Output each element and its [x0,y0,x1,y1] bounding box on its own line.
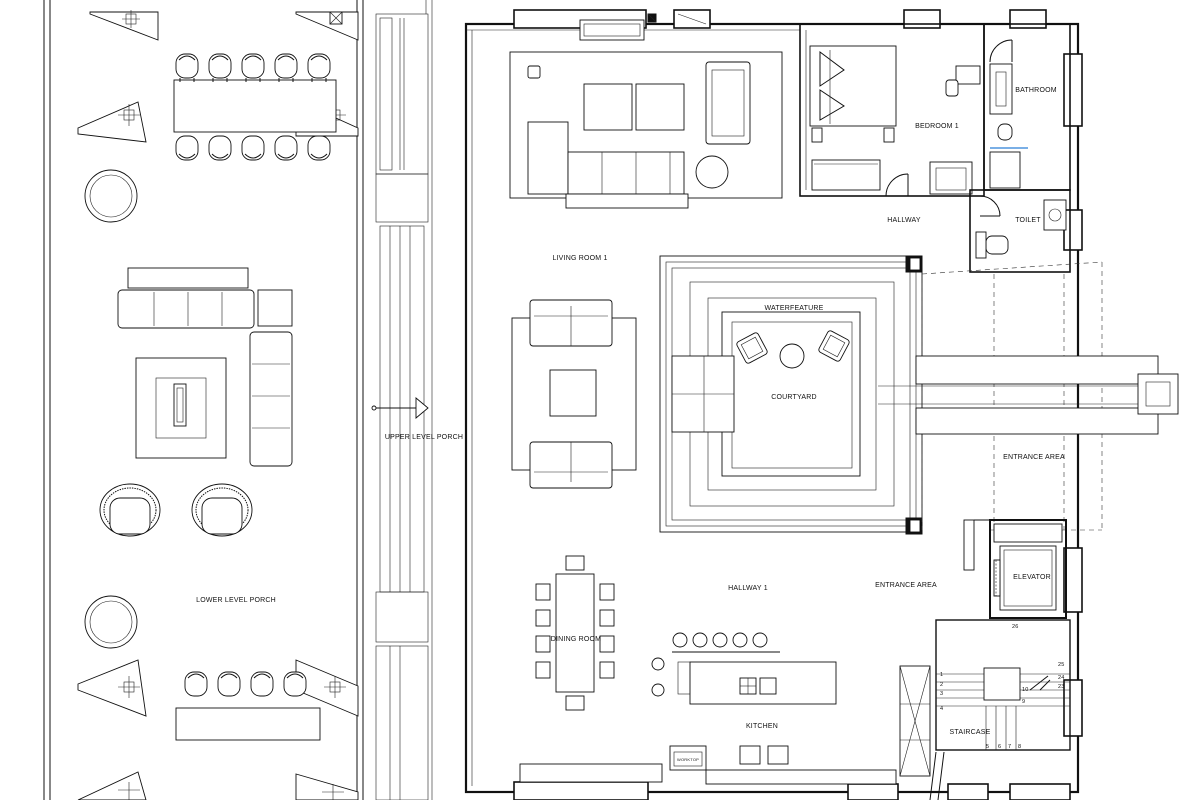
step-2: 2 [940,682,943,688]
living-room-top-area: LIVING ROOM 1 [509,51,783,262]
label-upper-level-porch: UPPER LEVEL PORCH [385,434,463,441]
planter-low-left [77,659,147,717]
label-waterfeature: WATERFEATURE [764,305,823,312]
label-hallway-1: HALLWAY 1 [728,585,768,592]
step-24: 24 [1058,675,1065,681]
label-lower-level-porch: LOWER LEVEL PORCH [196,597,276,604]
round-planter-top [84,169,138,223]
planter-top-right [295,11,359,41]
label-kitchen: KITCHEN [746,723,778,730]
label-bedroom: BEDROOM 1 [915,123,959,130]
staircase: 1 2 3 4 5 6 7 8 9 10 23 24 25 26 STAIRCA… [899,619,1071,800]
label-dining-room: DINING ROOM [551,636,601,643]
courtyard: WATERFEATURE COURTYARD [659,255,923,535]
step-7: 7 [1008,744,1011,750]
courtyard-chair-left [736,332,768,364]
egg-chair-left [99,483,161,537]
label-hallway: HALLWAY [887,217,921,224]
step-4: 4 [940,706,943,712]
step-3: 3 [940,691,943,697]
label-elevator: ELEVATOR [1013,574,1051,581]
elevator: ELEVATOR [963,519,1067,619]
step-26: 26 [1012,624,1019,630]
dining-room: DINING ROOM [535,555,615,711]
egg-chair-right [191,483,253,537]
toilet-room: TOILET HALLWAY [887,189,1071,273]
house-walls [464,9,1083,800]
step-5: 5 [986,744,989,750]
lower-level-porch: LOWER LEVEL PORCH [43,0,364,800]
fridge-label: WORKTOP [677,757,699,762]
step-23: 23 [1058,684,1065,690]
kitchen: WORKTOP KITCHEN [519,632,897,785]
label-courtyard: COURTYARD [771,394,817,401]
planter-top-left [89,10,159,41]
step-1: 1 [940,672,943,678]
label-living-room: LIVING ROOM 1 [552,255,607,262]
step-9: 9 [1022,699,1025,705]
outdoor-lounge [99,267,293,537]
label-entrance-lower: ENTRANCE AREA [875,582,937,589]
step-25: 25 [1058,662,1065,668]
courtyard-chair-right [818,330,850,362]
bathroom: BATHROOM [983,23,1071,191]
living-lounge-set [511,299,637,489]
outdoor-dining-set [173,53,337,161]
round-planter-bottom [84,595,138,649]
entrance-area: ENTRANCE AREA [878,261,1179,531]
label-toilet: TOILET [1015,217,1041,224]
step-8: 8 [1018,744,1021,750]
planter-bottom-left [77,771,147,800]
planter-mid-left [77,101,147,143]
upper-level-porch: UPPER LEVEL PORCH [371,0,463,800]
label-staircase: STAIRCASE [950,729,991,736]
step-10: 10 [1022,687,1029,693]
label-bathroom: BATHROOM [1015,87,1057,94]
lower-bench-set [175,671,321,741]
bedroom-1: BEDROOM 1 [799,23,985,197]
step-6: 6 [998,744,1001,750]
label-entrance-upper: ENTRANCE AREA [1003,454,1065,461]
planter-bottom-right [295,773,359,800]
